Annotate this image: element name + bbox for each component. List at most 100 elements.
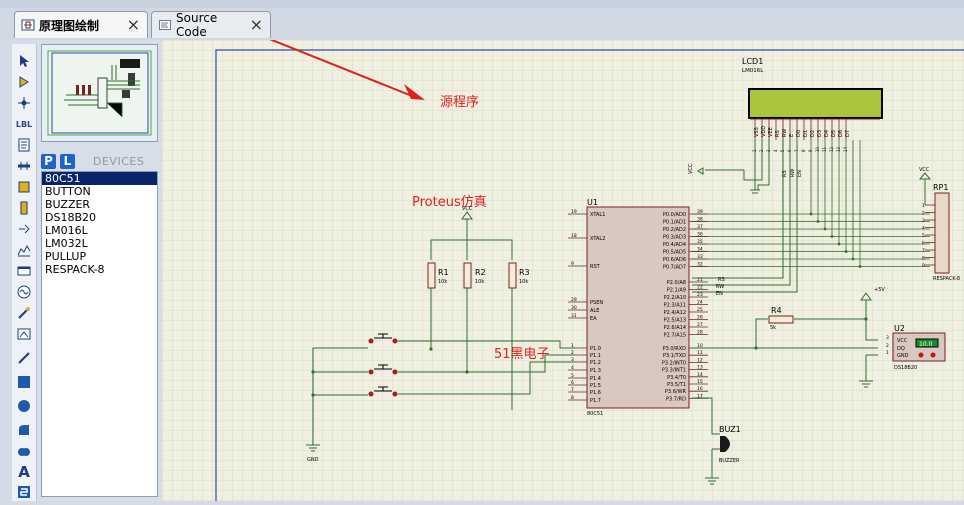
tab-schematic-label: 原理图绘制 <box>39 18 100 33</box>
close-icon[interactable]: × <box>249 15 263 34</box>
device-list[interactable]: 80C51 BUTTON BUZZER DS18B20 LM016L LM032… <box>41 171 158 497</box>
data-bus-line <box>692 140 930 237</box>
button-sw3[interactable] <box>368 386 398 397</box>
r3-value: 10k <box>519 279 528 285</box>
generator-icon[interactable] <box>15 283 33 301</box>
path-tool-icon[interactable] <box>15 443 33 461</box>
net-rw-mcu: RW <box>716 284 724 290</box>
lcd-vdd-label: VCC <box>688 163 694 174</box>
schematic-icon <box>21 18 35 32</box>
mcu-pin-number: 8 <box>571 395 574 401</box>
mcu-pin-number: 28 <box>697 330 703 336</box>
r1-ref: R1 <box>438 268 449 277</box>
virtual-instrument-icon[interactable] <box>15 325 33 343</box>
lcd-pin-name: D7 <box>845 130 851 137</box>
rp1-ref: RP1 <box>933 183 948 192</box>
lcd-pin-number: 12 <box>829 146 834 152</box>
mcu-pin-number: 26 <box>697 315 703 321</box>
symbol-tool-icon[interactable] <box>15 483 33 501</box>
annotation-arrow <box>261 35 413 97</box>
device-list-item[interactable]: LM032L <box>45 237 88 250</box>
mcu-pin-name: P3.3/INT1 <box>662 368 686 374</box>
device-list-item[interactable]: DS18B20 <box>45 211 96 224</box>
bus-icon[interactable] <box>15 157 33 175</box>
mcu-pin-number: 6 <box>571 380 574 386</box>
mcu-pin-number: 34 <box>697 247 703 253</box>
terminal-icon[interactable] <box>15 199 33 217</box>
line-tool-icon[interactable] <box>15 349 33 367</box>
mcu-pin-name: P1.5 <box>590 383 601 389</box>
overview-window[interactable] <box>41 44 158 142</box>
close-icon[interactable]: × <box>126 15 140 34</box>
device-list-item[interactable]: BUZZER <box>45 198 91 211</box>
select-arrow-icon[interactable] <box>15 52 33 70</box>
net-rs: RS <box>782 170 788 177</box>
subcircuit-icon[interactable] <box>15 178 33 196</box>
lcd-pin-name: VEE <box>768 127 774 137</box>
tab-bar: 原理图绘制 × Source Code × <box>0 8 964 40</box>
rp1-body <box>934 192 950 274</box>
device-list-item[interactable]: 80C51 <box>42 172 157 185</box>
data-bus-junction <box>823 227 827 231</box>
lcd-pin-name: RW <box>782 129 788 137</box>
mcu-pin-number: 18 <box>571 233 577 239</box>
resistor-r3[interactable] <box>508 262 517 289</box>
device-list-item[interactable]: PULLUP <box>45 250 87 263</box>
button-sw2[interactable] <box>368 364 398 375</box>
tab-schematic[interactable]: 原理图绘制 × <box>14 11 148 38</box>
mcu-pin-name: P3.4/T0 <box>667 375 686 381</box>
text-tool-icon[interactable]: A <box>18 463 30 481</box>
resistor-r4[interactable] <box>768 315 794 324</box>
box-tool-icon[interactable] <box>15 373 33 391</box>
mode-toolbar: LBL A <box>12 44 37 501</box>
resistor-r2[interactable] <box>463 262 472 289</box>
resistor-r1[interactable] <box>427 262 436 289</box>
rp1-pin-number: 6 <box>922 241 925 247</box>
mcu-pin-name: P0.2/AD2 <box>663 227 686 233</box>
rp1-vcc-label: VCC <box>919 167 930 173</box>
lcd-pin-name: VDD <box>761 126 767 137</box>
library-manager-button[interactable]: L <box>60 153 75 169</box>
u2-pin-name: DQ <box>897 346 905 352</box>
component-icon[interactable] <box>15 73 33 91</box>
device-list-item[interactable]: BUTTON <box>45 185 91 198</box>
device-list-item[interactable]: LM016L <box>45 224 88 237</box>
u2-model: DS18B20 <box>894 365 917 371</box>
mcu-pin-number: 29 <box>571 297 577 303</box>
graph-icon[interactable] <box>15 241 33 259</box>
lcd-pin-number: 14 <box>843 146 848 152</box>
button-sw1[interactable] <box>368 333 398 344</box>
circle-tool-icon[interactable] <box>15 397 33 415</box>
r1-value: 10k <box>438 279 447 285</box>
lcd-display[interactable]: LCD1 LM016L VSS1VDD2VEE3RS4RW5E6D07D18D2… <box>742 57 883 152</box>
tape-icon[interactable] <box>15 262 33 280</box>
data-bus-line <box>692 140 930 245</box>
pick-devices-button[interactable]: P <box>41 153 56 169</box>
push-buttons: GND <box>306 333 575 463</box>
mcu-pin-name: P0.1/AD1 <box>663 220 686 226</box>
device-pin-icon[interactable] <box>15 220 33 238</box>
lcd-model: LM016L <box>742 68 764 74</box>
device-list-item[interactable]: RESPACK-8 <box>45 263 105 276</box>
buzzer-buz1[interactable]: BUZ1 BUZZER <box>712 425 741 464</box>
arc-tool-icon[interactable] <box>15 421 33 439</box>
mcu-pin-name: P2.2/A10 <box>664 295 686 301</box>
mcu-pin-name: P3.1/TXD <box>663 353 686 359</box>
lcd-pin-name: D0 <box>796 130 802 137</box>
mcu-pin-name: P0.3/AD3 <box>663 235 686 241</box>
data-bus-junction <box>830 235 834 238</box>
u2-pin-name: VCC <box>897 338 908 344</box>
mcu-pin-number: 24 <box>697 300 703 306</box>
data-bus-junction <box>851 257 855 261</box>
junction-icon[interactable] <box>15 94 33 112</box>
probe-voltage-icon[interactable] <box>15 304 33 322</box>
tab-source-code[interactable]: Source Code × <box>151 11 271 39</box>
text-script-icon[interactable] <box>15 136 33 154</box>
lcd-pin-number: 8 <box>801 149 806 152</box>
label-icon[interactable]: LBL <box>15 119 33 129</box>
